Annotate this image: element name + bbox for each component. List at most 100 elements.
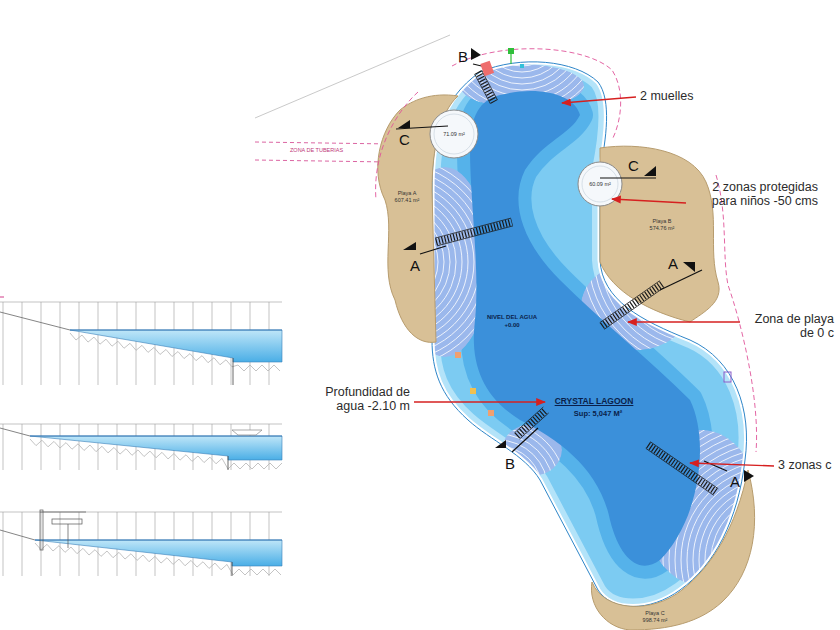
pier-edge — [650, 442, 718, 489]
grid-line — [22, 302, 23, 385]
cross-section — [0, 512, 282, 576]
contour-line — [474, 0, 570, 78]
section-letter: B — [458, 48, 468, 65]
kids-zone: 60.09 m² — [576, 160, 624, 208]
perimeter-line — [376, 92, 418, 200]
grid-line — [98, 424, 99, 470]
contour-line — [436, 428, 560, 552]
grid-line — [22, 512, 23, 576]
callout-arrow — [690, 463, 774, 466]
pier — [435, 218, 513, 246]
callout-arrow — [562, 97, 636, 103]
grid-line — [0, 302, 282, 303]
grid-line — [60, 512, 61, 576]
kids-zone-circle — [430, 110, 478, 158]
marker-square — [455, 352, 461, 358]
pier-edge — [482, 70, 498, 100]
pier-edge — [514, 407, 543, 433]
beach-area: Playa C998.74 m² — [584, 466, 762, 630]
grid-line — [3, 424, 4, 470]
contour-line — [456, 0, 588, 96]
callout-text: 2 zonas protegidas para niños -50 cms — [690, 180, 818, 209]
grid-line — [79, 424, 80, 470]
callout-text: 3 zonas c — [778, 458, 832, 472]
contour-line — [466, 458, 530, 522]
section-letter: A — [410, 257, 420, 274]
marker-square — [520, 64, 524, 68]
section-arrow — [471, 48, 481, 60]
marker-square — [508, 48, 514, 54]
grid-line — [3, 302, 4, 385]
post-symbol — [40, 510, 43, 550]
node-text: Playa C — [645, 610, 664, 616]
pier-edge — [520, 413, 549, 439]
boat-symbol — [232, 430, 262, 435]
grid-line — [60, 302, 61, 385]
water-body — [35, 540, 282, 566]
section-letter: C — [399, 131, 410, 148]
ground-line — [0, 530, 35, 540]
pier-edge — [604, 287, 664, 329]
section-arrow — [403, 242, 416, 250]
grid-line — [0, 512, 282, 513]
step-wall — [228, 456, 229, 470]
section-cut-line — [660, 270, 702, 290]
section-letter: B — [505, 455, 515, 472]
section-arrow — [683, 262, 695, 272]
beach-shape — [591, 470, 754, 630]
node-text: 60.09 m² — [589, 181, 611, 187]
node-text: Sup: 5,047 M² — [574, 410, 622, 418]
node-text: 998.74 m² — [643, 617, 668, 623]
lagoon-interior — [286, 0, 840, 630]
section-letter: A — [668, 255, 678, 272]
kids-zone-ring — [434, 114, 474, 154]
cross-section — [0, 424, 282, 470]
node-text: +0.00 — [504, 322, 519, 329]
marker-square — [724, 372, 731, 382]
pipe-zone-line — [255, 142, 392, 144]
grid-line — [117, 424, 118, 470]
pier-edge — [435, 218, 511, 238]
contour-line — [468, 0, 576, 84]
grid-line — [41, 424, 42, 470]
kids-zone-ring — [582, 166, 618, 202]
contour-line — [472, 464, 524, 516]
pier-edge — [600, 281, 660, 323]
grid-line — [22, 424, 23, 470]
section-arrow — [644, 166, 656, 176]
section-arrow — [495, 440, 506, 448]
shape-outline — [584, 466, 762, 630]
grid-line — [60, 424, 61, 470]
section-arrow — [744, 470, 754, 482]
node-text: NIVEL DEL AGUA — [487, 314, 537, 321]
section-cut-line — [704, 461, 727, 471]
step-wall — [233, 358, 234, 385]
perimeter-line — [716, 175, 757, 452]
edge-mark — [0, 297, 4, 298]
step-wall — [232, 562, 233, 576]
perimeter-walkway — [432, 62, 747, 607]
grid-line — [41, 302, 42, 385]
node-text: CRYSTAL LAGOON — [555, 397, 634, 406]
marker-square — [488, 410, 494, 416]
water-surface — [30, 436, 282, 437]
section-cut-line — [512, 428, 538, 452]
pier-deck — [478, 72, 494, 102]
water-surface — [35, 540, 282, 541]
marker-square — [470, 388, 476, 394]
pier-deck — [517, 410, 546, 436]
marker-block — [480, 61, 494, 77]
platform-line — [40, 512, 86, 513]
cross-section — [0, 302, 282, 385]
water-body — [70, 330, 282, 362]
contour-line — [454, 446, 542, 534]
grid-line — [79, 302, 80, 385]
post-symbol — [68, 524, 69, 548]
kids-zone: 71.09 m² — [428, 108, 480, 160]
perimeter-line — [452, 49, 621, 140]
section-letter: A — [730, 473, 740, 490]
marker-stem — [510, 54, 511, 64]
callout-arrow — [414, 401, 545, 402]
